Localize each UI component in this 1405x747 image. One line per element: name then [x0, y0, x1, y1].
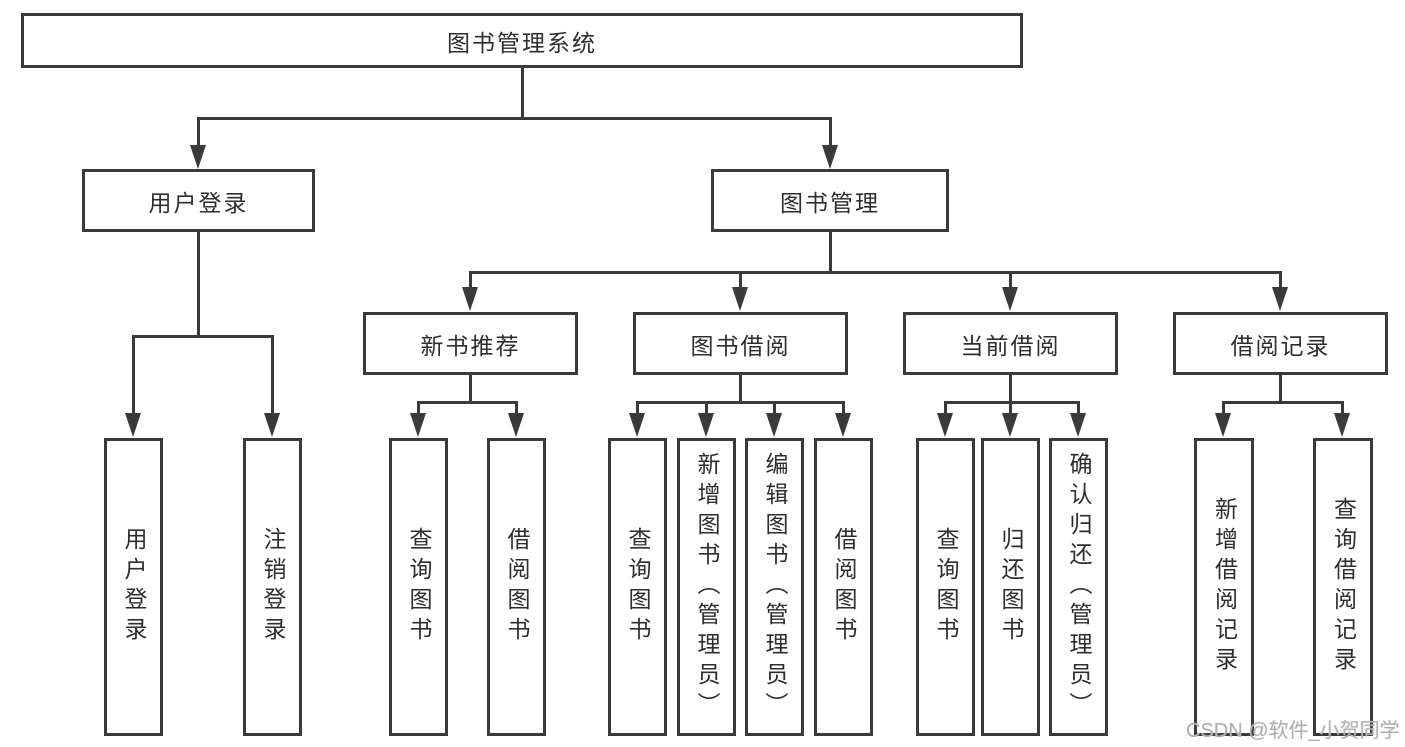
edge-arrowhead: [698, 413, 714, 437]
edge-line: [132, 335, 274, 338]
edge-line: [469, 375, 472, 404]
edge-line: [944, 401, 1080, 404]
node-label: 借阅图书: [831, 527, 857, 647]
node-label: 查询图书: [406, 527, 432, 647]
edge-line: [469, 271, 472, 289]
leaf-borrow-add-book-admin: 新增图书（管理员）: [677, 438, 736, 736]
edge-arrowhead: [1334, 413, 1350, 437]
edge-arrowhead: [732, 287, 748, 311]
node-label: 新书推荐: [420, 332, 521, 359]
node-book-management: 图书管理: [711, 169, 949, 232]
edge-line: [197, 232, 200, 336]
edge-arrowhead: [1215, 413, 1231, 437]
edge-line: [773, 401, 776, 413]
edge-line: [521, 66, 524, 119]
leaf-record-add-borrow-record: 新增借阅记录: [1194, 438, 1254, 736]
node-borrow-record: 借阅记录: [1173, 312, 1388, 375]
edge-line: [739, 375, 742, 404]
node-user-login: 用户登录: [82, 169, 315, 232]
node-label: 编辑图书（管理员）: [762, 452, 788, 722]
edge-arrowhead: [462, 287, 478, 311]
edge-arrowhead: [1272, 287, 1288, 311]
leaf-recommend-borrow-book: 借阅图书: [487, 438, 546, 736]
node-current-borrow: 当前借阅: [903, 312, 1118, 375]
node-label: 用户登录: [148, 189, 249, 216]
node-new-book-recommend: 新书推荐: [363, 312, 578, 375]
leaf-borrow-query-book: 查询图书: [608, 438, 667, 736]
node-label: 图书借阅: [690, 332, 791, 359]
edge-arrowhead: [822, 145, 838, 169]
edge-arrowhead: [629, 413, 645, 437]
edge-line: [705, 401, 708, 413]
leaf-user-login: 用户登录: [104, 438, 163, 736]
edge-line: [132, 335, 135, 415]
edge-line: [1279, 271, 1282, 289]
edge-line: [944, 401, 947, 413]
node-label: 确认归还（管理员）: [1066, 452, 1092, 722]
edge-line: [636, 401, 845, 404]
edge-line: [636, 401, 639, 413]
edge-line: [417, 401, 518, 404]
edge-arrowhead: [508, 413, 524, 437]
edge-arrowhead: [1070, 413, 1086, 437]
node-label: 图书管理系统: [447, 29, 597, 56]
node-label: 借阅记录: [1230, 332, 1331, 359]
leaf-current-return-book: 归还图书: [981, 438, 1040, 736]
leaf-borrow-edit-book-admin: 编辑图书（管理员）: [745, 438, 804, 736]
leaf-recommend-query-book: 查询图书: [389, 438, 448, 736]
leaf-record-query-borrow-record: 查询借阅记录: [1313, 438, 1373, 736]
node-label: 用户登录: [121, 527, 147, 647]
edge-line: [842, 401, 845, 413]
node-label: 查询图书: [933, 527, 959, 647]
edge-line: [1279, 375, 1282, 404]
edge-line: [1077, 401, 1080, 413]
leaf-current-query-book: 查询图书: [916, 438, 975, 736]
edge-arrowhead: [1002, 413, 1018, 437]
edge-line: [1341, 401, 1344, 413]
node-label: 归还图书: [998, 527, 1024, 647]
edge-line: [417, 401, 420, 413]
node-root-system: 图书管理系统: [21, 13, 1023, 68]
node-label: 当前借阅: [960, 332, 1061, 359]
edge-line: [1222, 401, 1225, 413]
edge-arrowhead: [410, 413, 426, 437]
leaf-borrow-borrow-book: 借阅图书: [814, 438, 873, 736]
node-label: 注销登录: [260, 527, 286, 647]
edge-arrowhead: [125, 413, 141, 437]
edge-arrowhead: [835, 413, 851, 437]
node-label: 图书管理: [780, 189, 880, 216]
node-label: 新增图书（管理员）: [694, 452, 720, 722]
edge-arrowhead: [264, 413, 280, 437]
edge-line: [1009, 375, 1012, 404]
leaf-current-confirm-return-admin: 确认归还（管理员）: [1049, 438, 1108, 736]
leaf-logout: 注销登录: [243, 438, 302, 736]
edge-line: [829, 117, 832, 147]
edge-arrowhead: [766, 413, 782, 437]
edge-line: [469, 271, 1282, 274]
edge-arrowhead: [937, 413, 953, 437]
edge-line: [197, 117, 200, 147]
edge-arrowhead: [1002, 287, 1018, 311]
node-label: 新增借阅记录: [1211, 497, 1238, 677]
edge-line: [515, 401, 518, 413]
node-label: 查询图书: [625, 527, 651, 647]
edge-arrowhead: [190, 145, 206, 169]
node-label: 借阅图书: [504, 527, 530, 647]
node-label: 查询借阅记录: [1330, 497, 1357, 677]
edge-line: [1009, 401, 1012, 413]
edge-line: [739, 271, 742, 289]
edge-line: [829, 232, 832, 274]
edge-line: [1222, 401, 1344, 404]
csdn-watermark: CSDN @软件_小贺同学: [1186, 720, 1400, 742]
edge-line: [271, 335, 274, 415]
node-book-borrow: 图书借阅: [633, 312, 848, 375]
edge-line: [197, 117, 832, 120]
edge-line: [1009, 271, 1012, 289]
